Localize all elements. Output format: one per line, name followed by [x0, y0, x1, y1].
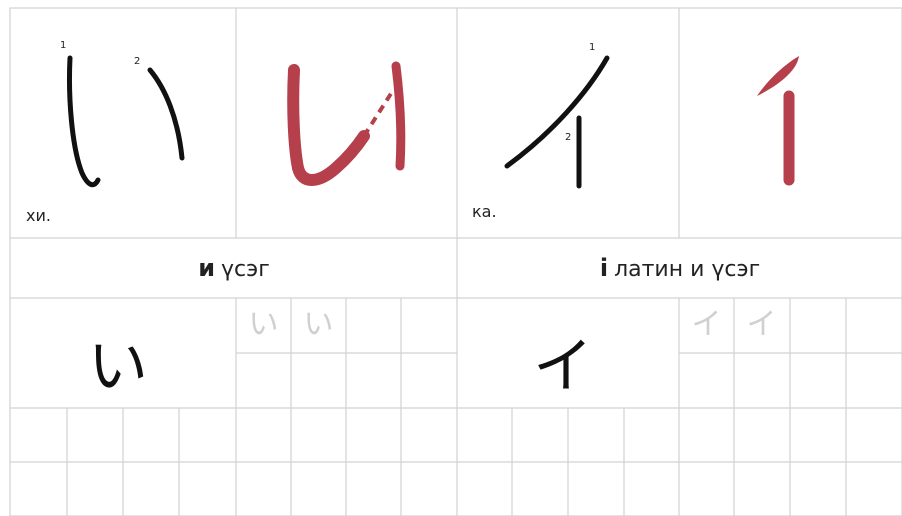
hi-mnemonic-dashed [362, 90, 394, 138]
hi-reading-label: хи. [26, 206, 51, 225]
ka-title-text: латин и үсэг [614, 257, 761, 282]
hi-stroke-2 [147, 67, 185, 161]
ka-stroke-order-diagram: 1 2 [504, 42, 610, 189]
ka-trace-cell-1: イ [691, 307, 722, 342]
ka-stroke-1 [504, 55, 610, 169]
hi-trace-cell-1: い [248, 307, 279, 342]
hi-title-letter: и [198, 254, 216, 282]
ka-mnemonic-flag [757, 56, 799, 96]
ka-reading-label: ка. [472, 202, 497, 221]
ka-mnemonic-drawing [757, 56, 799, 186]
hi-stroke-number-2: 2 [134, 56, 140, 67]
ka-trace-cell-2: イ [746, 307, 777, 342]
hi-trace-cell-2: い [303, 307, 334, 342]
ka-stroke-number-2: 2 [565, 132, 571, 143]
hi-title-text: үсэг [221, 257, 270, 282]
hi-stroke-1 [67, 55, 101, 188]
hi-mnemonic-stroke [287, 64, 370, 186]
ka-stroke-number-1: 1 [589, 42, 595, 53]
ka-kana-sample: イ [533, 332, 593, 402]
hi-mnemonic-drawing [287, 61, 406, 186]
hi-stroke-number-1: 1 [60, 40, 66, 51]
hi-stroke-order-diagram: 1 2 [60, 40, 185, 188]
ka-title-letter: i [599, 254, 609, 282]
hi-kana-sample: い [88, 332, 148, 402]
hi-mnemonic-bar [391, 61, 406, 171]
